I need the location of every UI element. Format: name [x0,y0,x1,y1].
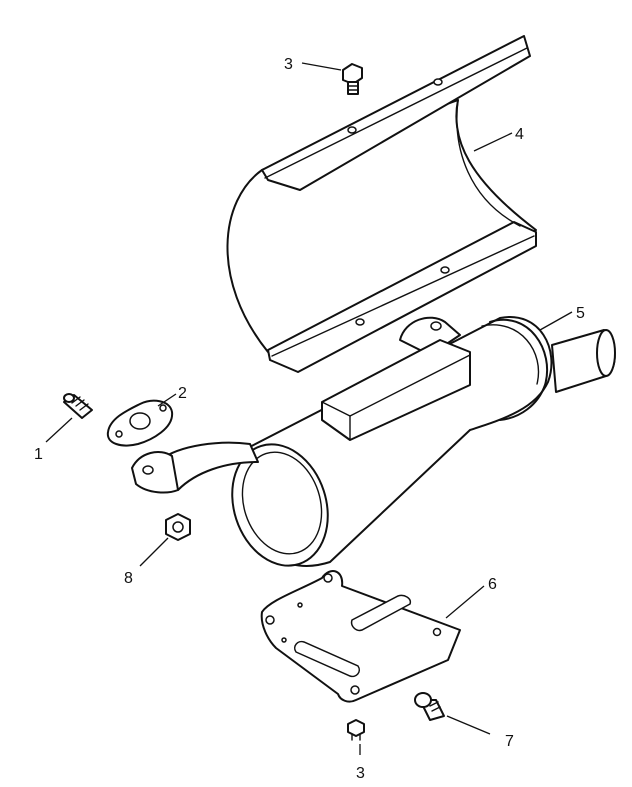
gasket [106,399,174,447]
mounting-bracket [260,570,461,703]
callout-8: 8 [124,570,133,587]
callout-7: 7 [505,733,514,750]
bolt-bottom [347,719,365,741]
callout-4: 4 [515,126,524,143]
heat-shield [226,35,537,373]
callout-3-bottom: 3 [356,765,365,782]
callout-3-top: 3 [284,56,293,73]
muffler [231,315,616,567]
callout-5: 5 [576,305,585,322]
stud [63,393,93,419]
nut [165,513,191,541]
bolt-7 [414,692,445,721]
callout-1: 1 [34,446,43,463]
leader-lines [45,62,573,755]
callout-2: 2 [178,385,187,402]
callout-6: 6 [488,576,497,593]
inlet-pipe [131,441,259,494]
bolt-top [342,63,363,95]
